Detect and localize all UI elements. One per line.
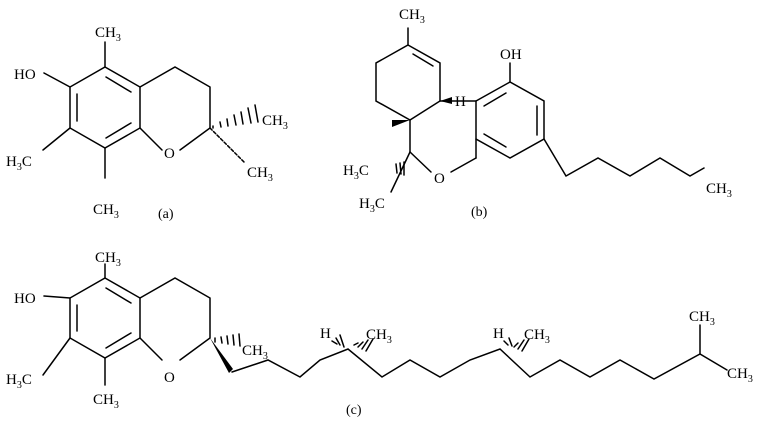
molecule-c-stereo-bonds: [210, 333, 530, 373]
molecule-b-label-ch3-end: CH3: [706, 181, 732, 200]
molecule-a-label-o: O: [164, 146, 175, 162]
molecule-a-label-ch3-dash: CH3: [247, 165, 273, 184]
molecule-b-label-h3c-hash: H3C: [343, 163, 369, 182]
molecule-c-label-ch3-terminal-1: CH3: [689, 309, 715, 328]
molecule-b-labels: CH3 OH H H3C H3C O CH3 (b): [343, 7, 732, 220]
molecule-a-hashed-wedge: [212, 104, 259, 129]
molecule-a-label-ho: HO: [14, 67, 36, 83]
molecule-b-label-h3c-low: H3C: [359, 196, 385, 215]
molecule-b-caption: (b): [471, 205, 488, 220]
molecule-b-label-oh: OH: [500, 47, 522, 63]
molecule-c-bonds: [42, 263, 728, 386]
molecule-c-caption: (c): [346, 403, 362, 418]
molecule-c-label-ch3-c2: CH3: [242, 343, 268, 362]
molecule-a-label-h3c-left: H3C: [6, 154, 32, 173]
molecule-a-labels: HO CH3 H3C CH3 O CH3 CH3 (a): [6, 25, 288, 222]
molecule-c-label-ch3-terminal-2: CH3: [727, 366, 753, 385]
molecule-c-label-ho: HO: [14, 291, 36, 307]
molecule-a-bonds: [42, 41, 245, 179]
molecule-b-label-h: H: [455, 94, 466, 110]
molecule-c-label-ch3-top: CH3: [95, 250, 121, 269]
molecule-b-stereo-bonds: [392, 97, 452, 176]
molecule-c-label-h3c-left: H3C: [6, 372, 32, 391]
molecule-c-label-h1: H: [320, 326, 331, 342]
molecule-a-label-ch3-wedge: CH3: [262, 113, 288, 132]
molecule-b-label-ch3-top: CH3: [399, 7, 425, 26]
molecule-c: CH3 HO H3C CH3 O CH3 H CH3 H CH3 CH3 CH3…: [6, 250, 753, 418]
molecule-c-label-ch3-c8: CH3: [524, 327, 550, 346]
molecule-c-label-h2: H: [493, 326, 504, 342]
molecule-b: CH3 OH H H3C H3C O CH3 (b): [343, 7, 732, 220]
molecule-a-label-ch3-bottom: CH3: [93, 202, 119, 221]
molecule-a-label-ch3-top: CH3: [95, 25, 121, 44]
molecule-b-label-o: O: [434, 171, 445, 187]
molecule-a-caption: (a): [158, 207, 174, 222]
molecule-a: HO CH3 H3C CH3 O CH3 CH3 (a): [6, 25, 288, 222]
molecule-b-bonds: [375, 27, 705, 193]
molecule-c-label-ch3-c4: CH3: [366, 327, 392, 346]
molecule-c-labels: CH3 HO H3C CH3 O CH3 H CH3 H CH3 CH3 CH3…: [6, 250, 753, 418]
molecule-c-label-ch3-bottom: CH3: [93, 392, 119, 411]
molecule-c-label-o: O: [164, 370, 175, 386]
